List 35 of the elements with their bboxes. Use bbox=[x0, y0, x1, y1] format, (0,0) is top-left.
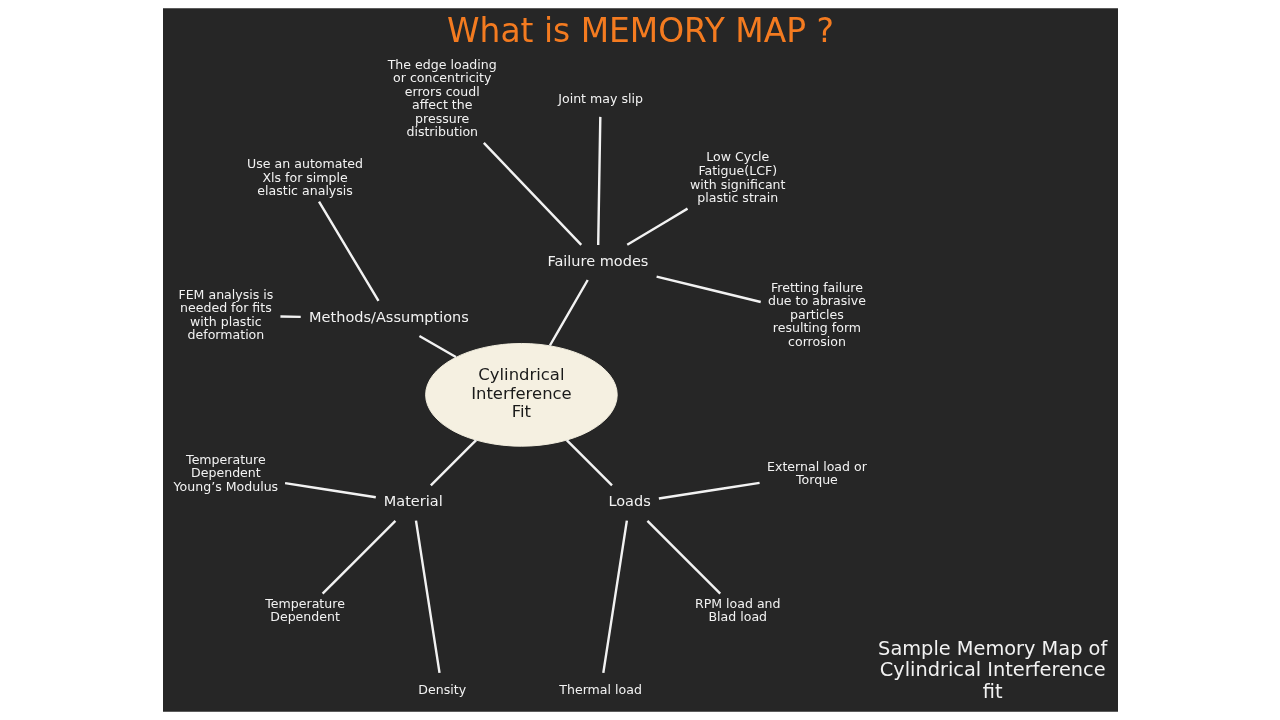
node-text: Temperature Dependent bbox=[264, 595, 345, 625]
connector bbox=[596, 116, 602, 245]
connector bbox=[279, 315, 301, 319]
node-text: Methods/Assumptions bbox=[308, 308, 469, 325]
node-text: Joint may slip bbox=[557, 90, 643, 106]
connector bbox=[284, 482, 376, 499]
node-text: RPM load and Blad load bbox=[694, 595, 781, 625]
connector bbox=[418, 334, 457, 359]
diagram-title: What is MEMORY MAP ? bbox=[446, 11, 834, 51]
node-text: Material bbox=[383, 493, 443, 510]
connector bbox=[565, 439, 613, 487]
connector bbox=[317, 201, 380, 302]
node-text: Failure modes bbox=[546, 252, 648, 269]
node-text: External load or Torque bbox=[766, 458, 867, 488]
node-text: Temperature Dependent Young’s Modulus bbox=[173, 451, 278, 494]
connector bbox=[626, 207, 688, 246]
connector bbox=[601, 520, 628, 674]
connector bbox=[658, 481, 760, 500]
node-text: Density bbox=[417, 681, 466, 697]
node-text: The edge loading or concentricity errors coudl affect the pressure distribution bbox=[387, 56, 497, 140]
node-text: Thermal load bbox=[558, 681, 642, 697]
connector bbox=[414, 520, 441, 674]
connector bbox=[321, 520, 396, 595]
node-ellipse: Cylindrical Interference Fit bbox=[424, 343, 618, 447]
connector bbox=[482, 142, 582, 246]
node-text: Use an automated Xls for simple elastic analysis bbox=[246, 156, 363, 199]
connector bbox=[655, 275, 761, 304]
node-text: Fretting failure due to abrasive particles resulting form corrosion bbox=[767, 279, 866, 350]
connector bbox=[548, 279, 589, 347]
connector bbox=[646, 520, 721, 595]
label: Sample Memory Map of Cylindrical Interference fit bbox=[877, 637, 1107, 703]
node-text: Low Cycle Fatigue(LCF) with significant plastic strain bbox=[689, 149, 786, 206]
node-text: Loads bbox=[607, 493, 651, 510]
node-text: FEM analysis is needed for fits with plastic deformation bbox=[177, 286, 273, 343]
connector bbox=[429, 439, 477, 487]
